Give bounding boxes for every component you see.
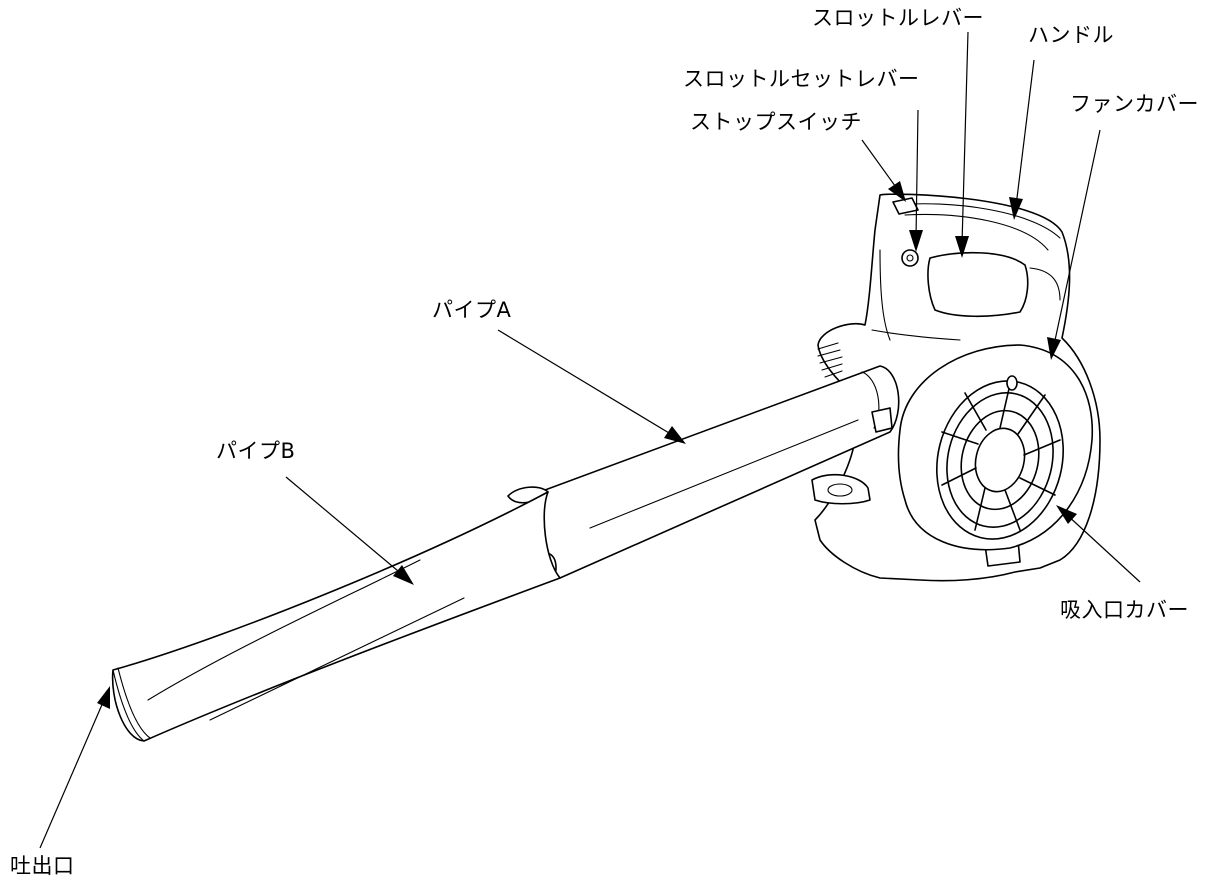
label-throttle-set-lever: スロットルセットレバー (683, 67, 920, 91)
label-outlet: 吐出口 (10, 854, 75, 878)
label-pipe-a: パイプA (432, 298, 512, 322)
fan-cover (897, 344, 1094, 551)
label-handle: ハンドル (1028, 23, 1114, 47)
vent-slats (817, 342, 843, 378)
label-throttle-lever: スロットルレバー (812, 6, 984, 30)
pipe-b (111, 491, 561, 742)
label-pipe-b: パイプB (216, 439, 296, 463)
label-intake-cover: 吸入口カバー (1060, 598, 1189, 622)
label-fan-cover: ファンカバー (1070, 92, 1199, 116)
label-stop-switch: ストップスイッチ (690, 110, 862, 134)
leader-lines (39, 31, 1141, 849)
